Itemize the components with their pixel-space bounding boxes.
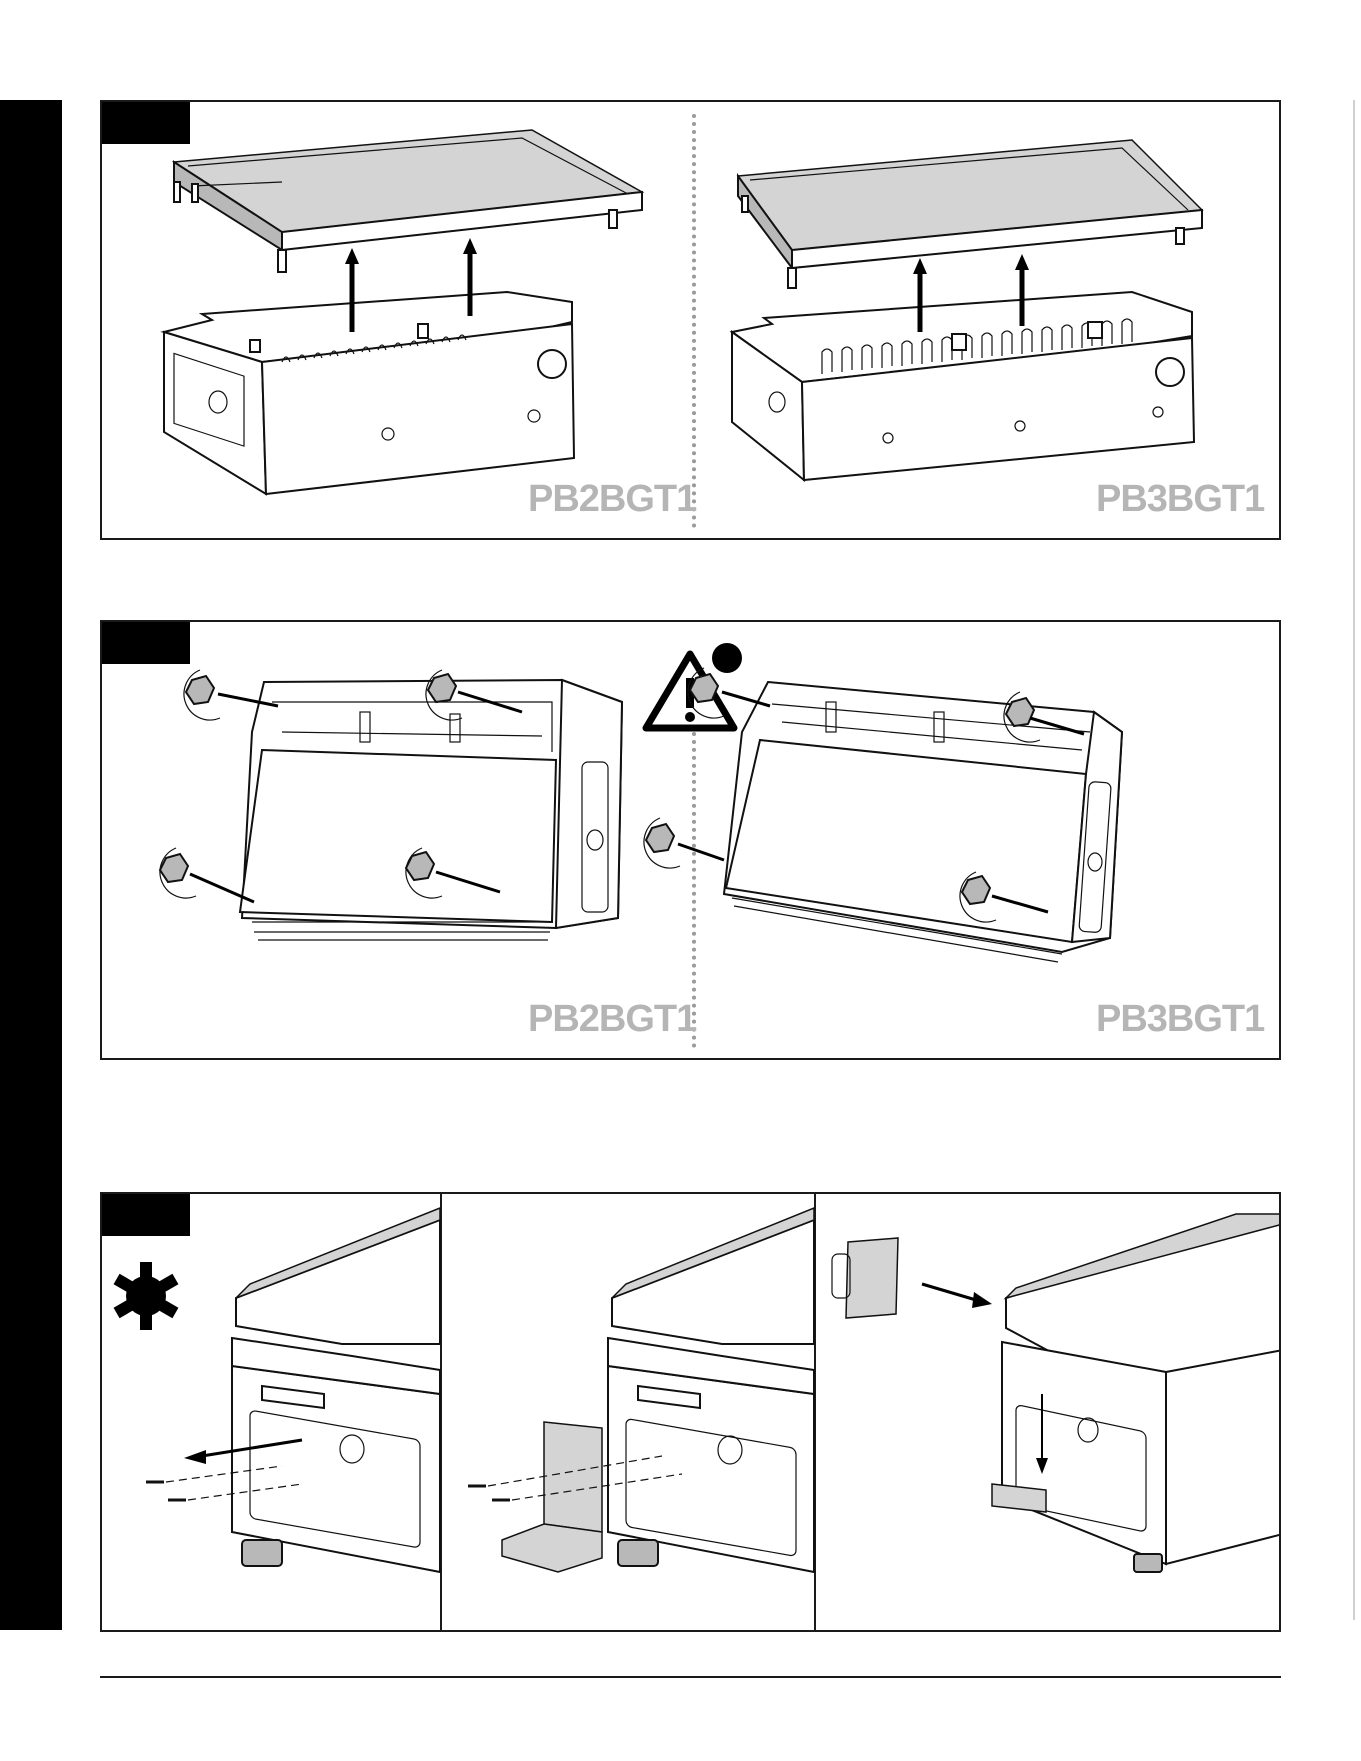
base-bottom-view-2burner <box>102 622 682 1062</box>
griddle-lift-illustration-2burner <box>102 102 682 542</box>
griddle-lift-illustration-3burner <box>702 102 1282 542</box>
step2-right-model-label: PB3BGT1 <box>1096 998 1264 1041</box>
remove-side-plate-illustration <box>102 1194 440 1632</box>
step2-left-model-label: PB2BGT1 <box>528 998 696 1041</box>
footer-rule <box>100 1676 1281 1678</box>
page-edge-line <box>1353 100 1355 1620</box>
base-bottom-view-3burner <box>702 622 1282 1062</box>
step1-panel: PB2BGT1 PB3BGT1 <box>100 100 1281 540</box>
attach-grease-cup-illustration <box>816 1194 1281 1632</box>
step1-right-model-label: PB3BGT1 <box>1096 478 1264 521</box>
step1-left-model-label: PB2BGT1 <box>528 478 696 521</box>
model-divider <box>692 114 696 528</box>
attach-bracket-illustration <box>442 1194 814 1632</box>
side-strip <box>0 100 62 1630</box>
step2-panel: PB2BGT1 <box>100 620 1281 1060</box>
step3-panel <box>100 1192 1281 1632</box>
